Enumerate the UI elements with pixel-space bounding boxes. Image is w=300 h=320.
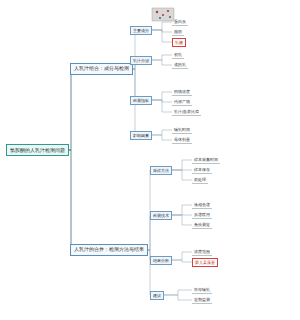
topic-text: 检测指标 [133, 98, 149, 103]
topic-text: 人乳汁的合并：检测方法与结果 [74, 247, 144, 252]
branch-line [164, 295, 192, 300]
subtopic-box: 乳汁分泌 [130, 56, 152, 65]
leaf-topic: 哺乳时间 [172, 126, 192, 134]
subtopic-box: 采样方法 [150, 166, 172, 175]
branch-topic: 人乳汁的合并：检测方法与结果 [70, 244, 148, 256]
leaf-topic: 代谢产物 [172, 98, 192, 106]
branch-line [152, 55, 172, 60]
topic-text: 哺乳时间 [174, 127, 190, 132]
topic-text: 主要成分 [133, 28, 149, 33]
topic-text: 样本采集时间 [194, 157, 218, 162]
root-topic: 氯胺酮的人乳汁检测问题 [6, 144, 69, 156]
subtopic-box: 检测指标 [130, 96, 152, 105]
branch-line [152, 22, 172, 30]
subtopic-box: 主要成分 [130, 26, 152, 35]
topic-text: 乳汁分泌 [133, 58, 149, 63]
leaf-topic: 乳汁/血浆比值 [172, 108, 201, 116]
topic-text: 药物浓度 [174, 89, 190, 94]
branch-line [152, 60, 172, 65]
leaf-topic: 婴儿暴露量 [192, 258, 218, 267]
leaf-topic: 样本保存 [192, 166, 212, 174]
topic-text: 样本保存 [194, 167, 210, 172]
subtopic-box: 检测技术 [150, 211, 172, 220]
topic-text: 婴儿暴露量 [195, 260, 215, 265]
subtopic-box: 结果分析 [150, 256, 172, 265]
leaf-topic: 液相色谱 [192, 201, 212, 209]
topic-text: 结果分析 [153, 258, 169, 263]
topic-text: 质谱联用 [194, 212, 210, 217]
branch-line [152, 130, 172, 135]
branch-line [172, 252, 192, 260]
leaf-topic: 蛋白质 [172, 18, 188, 26]
topic-text: 采样方法 [153, 168, 169, 173]
branch-line [152, 135, 172, 140]
leaf-topic: 母体剂量 [172, 136, 192, 144]
topic-text: 母体剂量 [174, 137, 190, 142]
topic-text: 检测技术 [153, 213, 169, 218]
leaf-topic: 成熟乳 [172, 61, 188, 69]
topic-text: 蛋白质 [174, 19, 186, 24]
subtopic-box: 影响因素 [130, 131, 152, 140]
topic-text: 前处理 [194, 177, 206, 182]
branch-line [172, 260, 192, 262]
branch-line [172, 170, 192, 180]
branch-topic: 人乳汁组合：成分与检测 [70, 63, 133, 75]
topic-text: 脂肪 [174, 29, 182, 34]
branch-line [152, 30, 172, 42]
branch-line [152, 100, 172, 112]
branch-line [172, 160, 192, 170]
leaf-topic: 暂停哺乳 [192, 286, 212, 294]
topic-text: 浓度范围 [194, 249, 210, 254]
branch-line [172, 215, 192, 225]
topic-text: 成熟乳 [174, 62, 186, 67]
topic-text: 氯胺酮的人乳汁检测问题 [10, 147, 65, 153]
leaf-topic: 脂肪 [172, 28, 184, 36]
leaf-topic: 初乳 [172, 51, 184, 59]
branch-line [69, 150, 71, 250]
topic-text: 定期监测 [194, 297, 210, 302]
leaf-topic: 药物浓度 [172, 88, 192, 96]
leaf-topic: 定期监测 [192, 296, 212, 304]
topic-text: 影响因素 [133, 133, 149, 138]
topic-text: 代谢产物 [174, 99, 190, 104]
branch-line [172, 205, 192, 215]
branch-line [152, 92, 172, 100]
topic-text: 人乳汁组合：成分与检测 [74, 66, 129, 71]
leaf-topic: 乳糖 [172, 38, 186, 47]
branch-line [148, 215, 150, 250]
topic-text: 初乳 [174, 52, 182, 57]
topic-text: 乳汁/血浆比值 [174, 109, 199, 114]
branch-line [69, 69, 71, 150]
leaf-topic: 质谱联用 [192, 211, 212, 219]
topic-text: 乳糖 [175, 40, 183, 45]
leaf-topic: 前处理 [192, 176, 208, 184]
topic-text: 建议 [153, 293, 161, 298]
topic-text: 暂停哺乳 [194, 287, 210, 292]
topic-text: 液相色谱 [194, 202, 210, 207]
leaf-topic: 浓度范围 [192, 248, 212, 256]
leaf-topic: 样本采集时间 [192, 156, 220, 164]
subtopic-box: 建议 [150, 291, 164, 300]
leaf-topic: 免疫测定 [192, 221, 212, 229]
branch-line [164, 290, 192, 295]
topic-text: 免疫测定 [194, 222, 210, 227]
